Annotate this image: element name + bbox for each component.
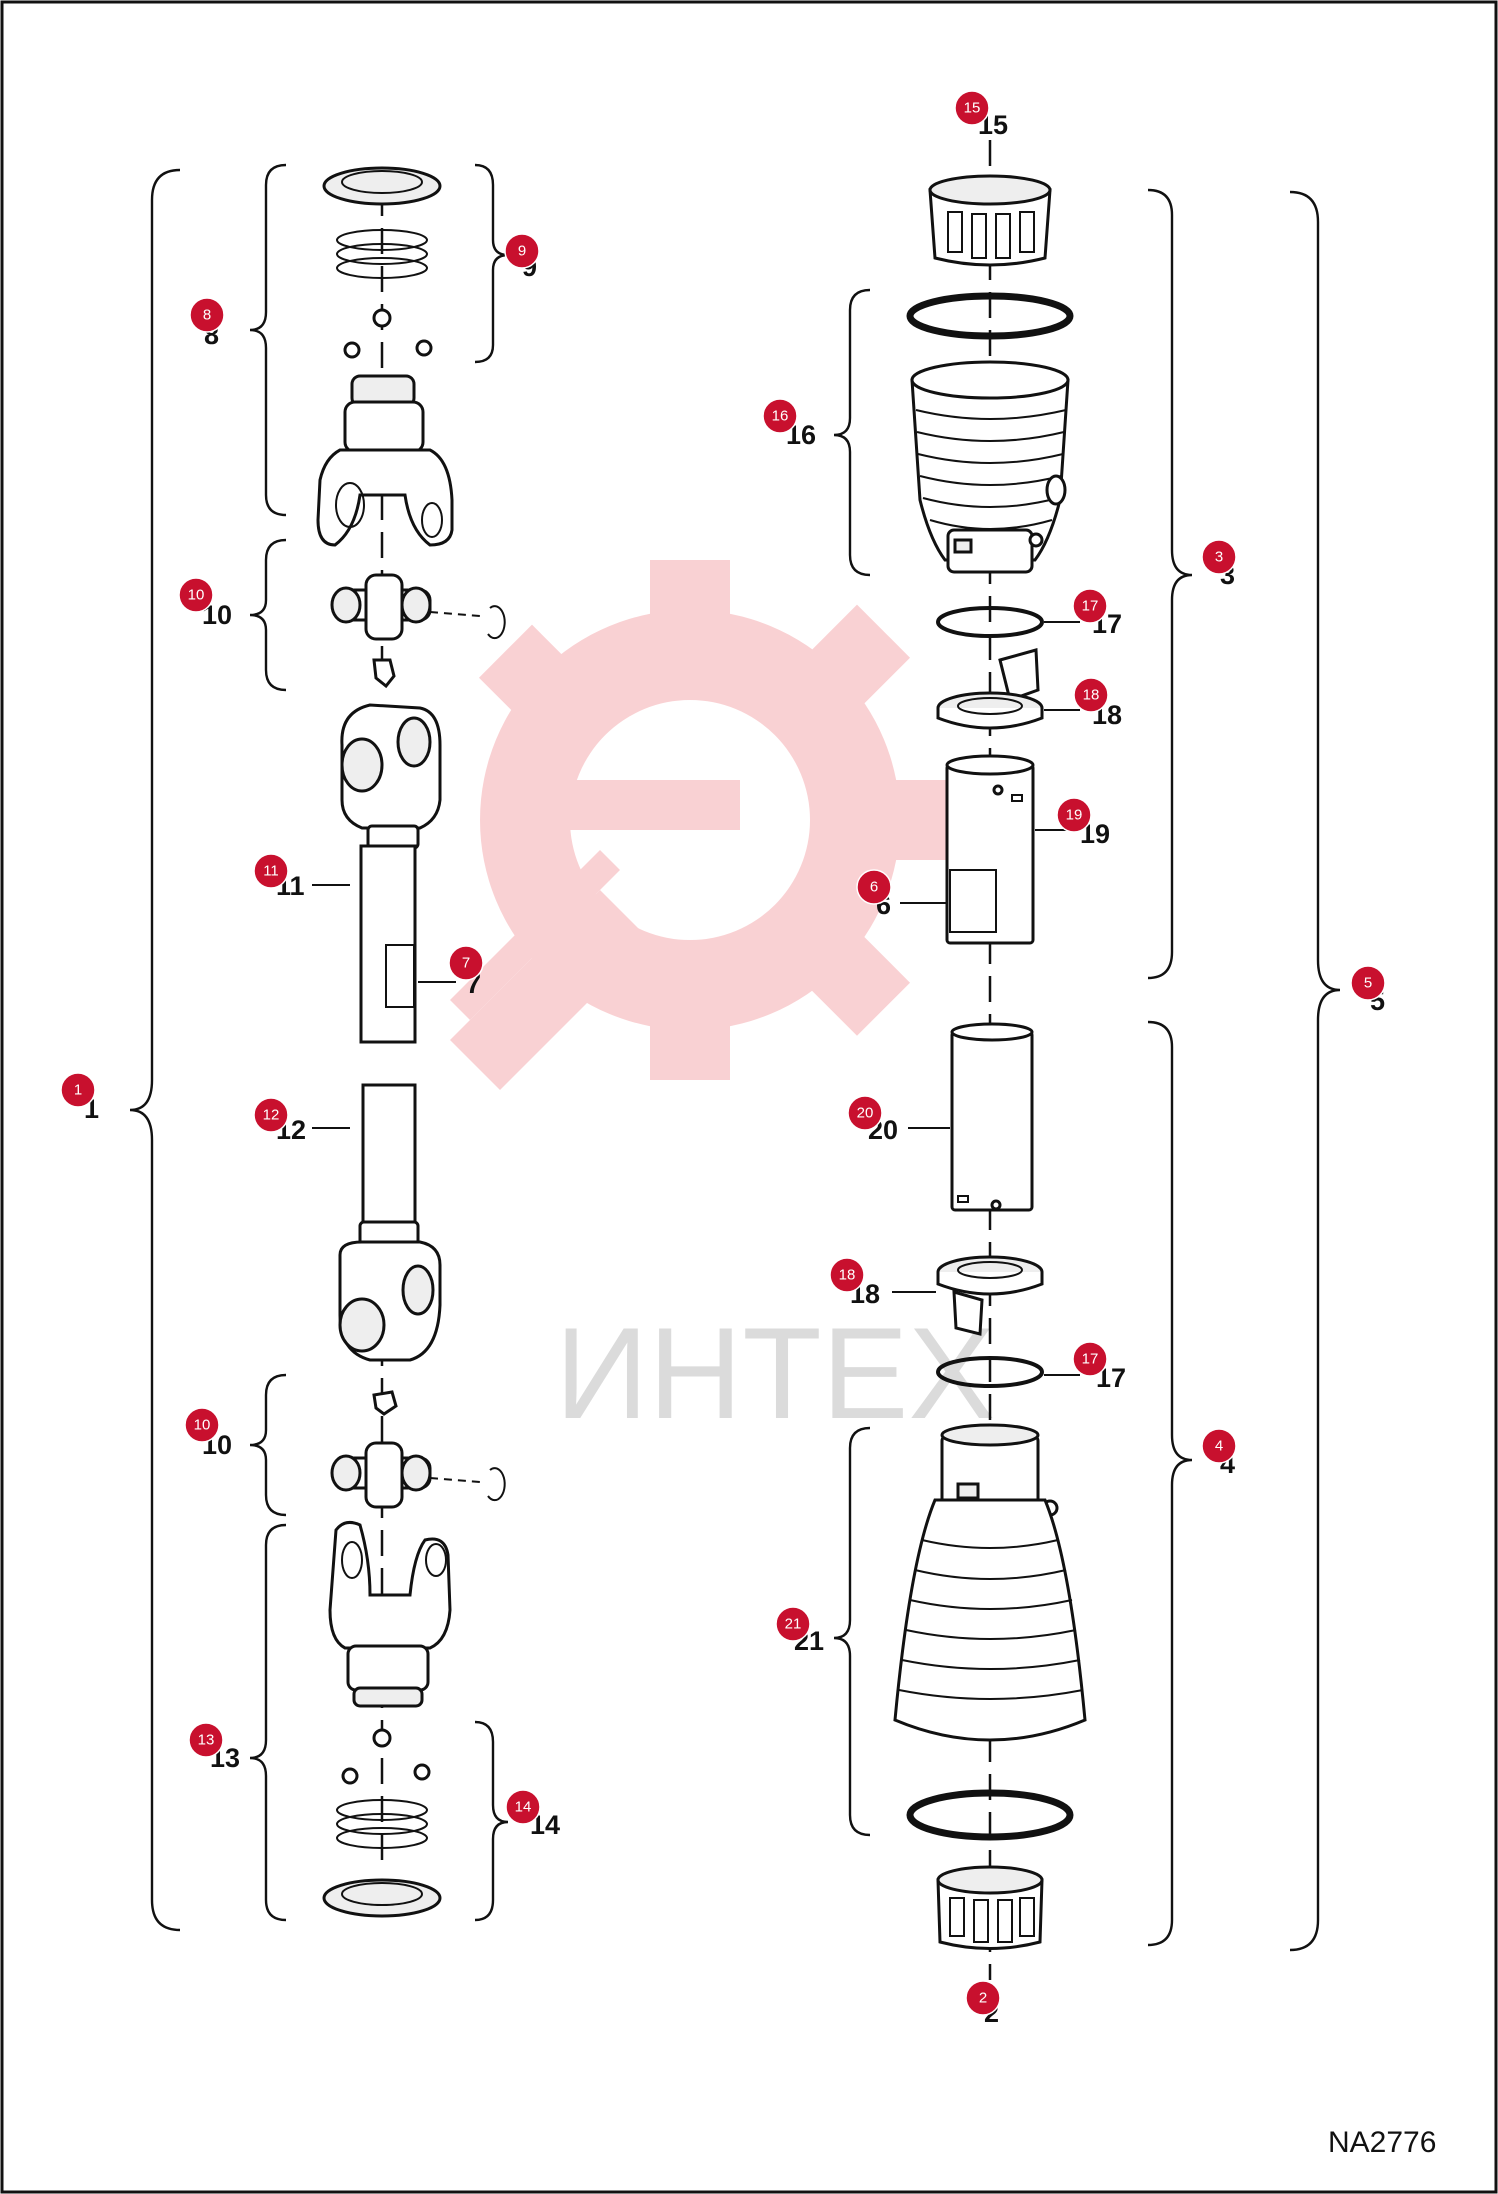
svg-text:14: 14 xyxy=(515,1799,532,1816)
right-lower-bearing xyxy=(936,1255,1044,1336)
brace-1 xyxy=(129,168,181,1932)
svg-text:9: 9 xyxy=(518,243,526,260)
left-top-spring xyxy=(336,229,428,279)
svg-text:4: 4 xyxy=(1215,1438,1223,1455)
left-bottom-balls xyxy=(341,1728,431,1785)
callout-1[interactable]: 1 xyxy=(60,1072,96,1108)
right-bottom-oring xyxy=(906,1789,1074,1841)
right-lower-small-ring xyxy=(936,1356,1044,1388)
brace-13 xyxy=(249,1523,287,1922)
right-lower-tube xyxy=(950,1022,1034,1212)
left-top-bearing xyxy=(322,166,442,206)
svg-text:12: 12 xyxy=(263,1107,280,1124)
callout-9[interactable]: 9 xyxy=(504,233,540,269)
callout-16[interactable]: 16 xyxy=(762,398,798,434)
left-lower-grease-fitting xyxy=(372,1390,398,1416)
brace-16 xyxy=(833,288,871,577)
svg-text:20: 20 xyxy=(857,1105,874,1122)
callout-4[interactable]: 4 xyxy=(1201,1428,1237,1464)
left-upper-grease-fitting xyxy=(372,658,396,689)
svg-text:11: 11 xyxy=(263,863,279,880)
right-top-oring xyxy=(906,292,1074,340)
callout-2[interactable]: 2 xyxy=(965,1980,1001,2016)
brace-3 xyxy=(1147,188,1193,980)
brace-10-upper xyxy=(249,538,287,692)
left-upper-shaft-yoke xyxy=(340,703,442,850)
brace-8 xyxy=(249,163,287,517)
svg-text:6: 6 xyxy=(870,879,878,896)
svg-text:18: 18 xyxy=(1083,687,1100,704)
callout-11[interactable]: 11 xyxy=(253,853,289,889)
right-upper-bearing xyxy=(936,648,1044,730)
callout-8[interactable]: 8 xyxy=(189,297,225,333)
left-top-yoke xyxy=(316,374,454,547)
callout-18-lower[interactable]: 18 xyxy=(829,1257,865,1293)
svg-text:21: 21 xyxy=(785,1616,802,1633)
left-inner-tube xyxy=(361,1083,417,1227)
svg-text:16: 16 xyxy=(772,408,789,425)
callout-5[interactable]: 5 xyxy=(1350,965,1386,1001)
svg-text:13: 13 xyxy=(198,1732,215,1749)
svg-text:7: 7 xyxy=(462,955,470,972)
callout-20[interactable]: 20 xyxy=(847,1095,883,1131)
brace-5 xyxy=(1289,190,1341,1952)
svg-text:17: 17 xyxy=(1082,1351,1099,1368)
left-bottom-bearing xyxy=(322,1878,442,1918)
brace-10-lower xyxy=(249,1373,287,1517)
brace-4 xyxy=(1147,1020,1193,1947)
watermark-text: ИНТЕХ xyxy=(555,1300,995,1446)
svg-text:5: 5 xyxy=(1364,975,1372,992)
callout-10-lower[interactable]: 10 xyxy=(184,1407,220,1443)
svg-text:3: 3 xyxy=(1215,549,1223,566)
svg-text:2: 2 xyxy=(979,1990,987,2007)
right-top-cap xyxy=(928,174,1052,267)
right-lower-guard xyxy=(893,1423,1087,1742)
svg-text:10: 10 xyxy=(188,587,205,604)
callout-7[interactable]: 7 xyxy=(448,945,484,981)
left-bottom-yoke xyxy=(328,1520,452,1708)
callout-12[interactable]: 12 xyxy=(253,1097,289,1133)
right-bottom-cap xyxy=(936,1865,1044,1950)
left-bottom-spring xyxy=(336,1799,428,1849)
left-lower-cross xyxy=(330,1441,506,1509)
left-lower-shaft-yoke xyxy=(338,1220,442,1362)
brace-14 xyxy=(474,1720,509,1922)
callout-21[interactable]: 21 xyxy=(775,1606,811,1642)
brace-21 xyxy=(833,1426,871,1837)
svg-text:19: 19 xyxy=(1066,807,1083,824)
callout-15[interactable]: 15 xyxy=(954,90,990,126)
callout-17-lower[interactable]: 17 xyxy=(1072,1341,1108,1377)
svg-text:1: 1 xyxy=(74,1082,82,1099)
watermark-logo xyxy=(450,560,960,1090)
callout-6[interactable]: 6 xyxy=(856,869,892,905)
left-outer-tube xyxy=(359,844,417,1044)
callout-18-upper[interactable]: 18 xyxy=(1073,677,1109,713)
callout-10-upper[interactable]: 10 xyxy=(178,577,214,613)
callout-19[interactable]: 19 xyxy=(1056,797,1092,833)
callout-3[interactable]: 3 xyxy=(1201,539,1237,575)
callout-14[interactable]: 14 xyxy=(505,1789,541,1825)
callout-13[interactable]: 13 xyxy=(188,1722,224,1758)
svg-text:8: 8 xyxy=(203,307,211,324)
left-top-balls xyxy=(343,308,433,359)
left-upper-cross xyxy=(330,573,506,641)
drawing-code: NA2776 xyxy=(1328,2126,1436,2159)
svg-text:15: 15 xyxy=(964,100,981,117)
right-upper-tube xyxy=(945,754,1035,945)
svg-text:10: 10 xyxy=(194,1417,211,1434)
svg-text:17: 17 xyxy=(1082,598,1099,615)
svg-text:18: 18 xyxy=(839,1267,856,1284)
callout-17-upper[interactable]: 17 xyxy=(1072,588,1108,624)
right-upper-guard xyxy=(910,360,1070,574)
right-upper-small-ring xyxy=(936,606,1044,638)
